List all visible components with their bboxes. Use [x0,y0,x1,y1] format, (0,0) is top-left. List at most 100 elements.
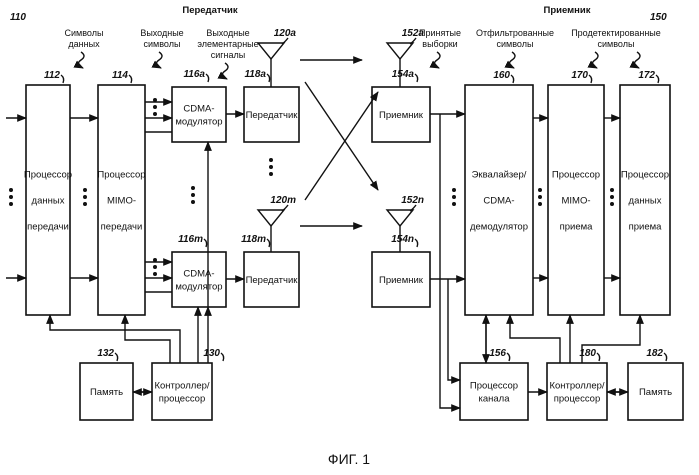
block-tx-mimo-proc: ПроцессорMIMO-передачи 114 [97,70,145,315]
block-channel-proc-ref-leader [507,353,510,361]
block-rx-mimo-proc-label-2: MIMO- [561,196,590,207]
ellipsis-dot-13 [191,186,195,190]
signal-squiggle-3 [222,63,228,79]
block-rcvr-n: Приемник 154n [372,234,430,307]
antenna-tx-m-ref: 120m [270,195,296,206]
signal-squiggle-2 [156,52,162,68]
block-controller-tx-ref-leader [221,353,224,361]
block-controller-tx-label-1: Контроллер/ [154,381,209,392]
ellipsis-dot-24 [538,202,542,206]
block-cdma-mod-a-label-2: модулятор [175,117,222,128]
block-tx-mimo-proc-label-1: Процессор [97,170,145,181]
block-rcvr-a-label-1: Приемник [379,110,424,121]
block-cdma-mod-m-ref-leader [204,239,207,247]
block-tmtr-a-ref-leader [267,74,270,82]
block-rcvr-n-ref: 154n [391,234,414,245]
wire-31 [448,279,460,380]
signal-squiggle-6 [592,52,598,68]
block-rcvr-a: Приемник154a [372,69,430,142]
block-channel-proc-label-1: Процессор [470,381,518,392]
block-controller-rx-label-1: Контроллер/ [549,381,604,392]
block-cdma-mod-m: CDMA-модулятор116m [172,234,226,307]
label-data-symbols-line-1: Символы [65,28,104,38]
block-rcvr-n-label-1: Приемник [379,275,424,286]
block-rcvr-a-ref-leader [415,74,418,82]
ellipsis-dot-27 [610,202,614,206]
block-cdma-mod-m-label-2: модулятор [175,282,222,293]
block-equalizer-ref: 160 [493,70,510,81]
ellipsis-dot-21 [452,202,456,206]
ellipsis-dot-22 [538,188,542,192]
block-rx-data-proc-ref: 172 [638,70,655,81]
block-rx-mimo-proc-label-3: приема [560,222,594,233]
block-tx-mimo-proc-ref-leader [129,75,132,83]
block-tx-data-proc-ref-leader [61,75,64,83]
label-data-symbols-line-2: данных [68,39,100,49]
block-tmtr-m-label-1: Передатчик [246,275,299,286]
block-cdma-mod-a-label-1: CDMA- [183,104,214,115]
label-filtered-symbols-line-1: Отфильтрованные [476,28,554,38]
ellipsis-dot-7 [153,98,157,102]
block-rx-data-proc: Процессорданныхприема172 [620,70,670,315]
block-tx-mimo-proc-label-3: передачи [101,222,143,233]
block-channel-proc-label-2: канала [478,394,510,405]
antenna-rx-a-triangle [387,43,413,59]
block-tx-data-proc-label-1: Процессор [24,170,72,181]
block-cdma-mod-a-frame [172,87,226,142]
ellipsis-dot-23 [538,195,542,199]
block-cdma-mod-a-ref: 116a [183,69,205,80]
transmitter-section-title: Передатчик [182,5,238,16]
block-equalizer: Эквалайзер/CDMA-демодулятор 160 [465,70,533,315]
label-filtered-symbols-line-2: символы [497,39,534,49]
block-controller-tx: Контроллер/процессор130 [152,348,224,420]
block-cdma-mod-m-frame [172,252,226,307]
block-cdma-mod-m-ref: 116m [178,234,203,245]
block-rx-mimo-proc-ref-leader [589,75,592,83]
signal-squiggle-4 [434,52,440,68]
ellipsis-dot-4 [83,188,87,192]
block-rx-data-proc-label-1: Процессор [621,170,669,181]
block-rx-data-proc-ref-leader [656,75,659,83]
label-output-chips-line-2: элементарные [197,39,258,49]
label-output-symbols-line-1: Выходные [140,28,183,38]
label-data-symbols: Символы данных [65,28,104,49]
block-rx-mimo-proc: ПроцессорMIMO-приема 170 [548,70,604,315]
block-controller-rx-ref-leader [597,353,600,361]
wire-17 [50,315,180,363]
wire-16 [125,315,170,363]
block-rx-mimo-proc-ref: 170 [571,70,588,81]
label-output-symbols-line-2: символы [144,39,181,49]
label-output-chips-line-1: Выходные [206,28,249,38]
ellipsis-dot-12 [153,272,157,276]
wire-30 [440,114,460,408]
block-equalizer-label-3: демодулятор [470,222,528,233]
block-tx-data-proc-ref: 112 [44,70,60,81]
ellipsis-dot-1 [9,188,13,192]
block-equalizer-label-1: Эквалайзер/ [472,170,527,181]
label-output-symbols: Выходные символы [140,28,183,49]
block-tx-data-proc: Процессорданныхпередачи112 [24,70,72,315]
block-tx-mimo-proc-label-2: MIMO- [107,196,136,207]
block-tx-data-proc-label-2: данных [32,196,65,207]
label-detected-symbols: Продетектированные символы [571,28,661,49]
block-memory-tx-label-1: Память [90,387,123,398]
ellipsis-dot-5 [83,195,87,199]
antenna-tx-a-ref: 120a [274,28,297,39]
block-tx-mimo-proc-ref: 114 [112,70,128,81]
block-equalizer-label-2: CDMA- [483,196,514,207]
block-memory-tx-ref: 132 [97,348,114,359]
antenna-rx-n-triangle [387,210,413,226]
block-rx-mimo-proc-label-1: Процессор [552,170,600,181]
block-tmtr-a-label-1: Передатчик [246,110,299,121]
block-cdma-mod-a-ref-leader [206,74,209,82]
block-rcvr-n-ref-leader [415,239,418,247]
signal-squiggle-7 [634,52,640,68]
ellipsis-dot-6 [83,202,87,206]
blocks-layer: Процессорданныхпередачи112ПроцессорMIMO-… [24,69,683,420]
block-rx-data-proc-label-3: приема [629,222,663,233]
block-controller-tx-frame [152,363,212,420]
wire-23 [305,92,378,200]
system-ref-rx: 150 [650,12,667,23]
block-memory-rx-ref-leader [664,353,667,361]
